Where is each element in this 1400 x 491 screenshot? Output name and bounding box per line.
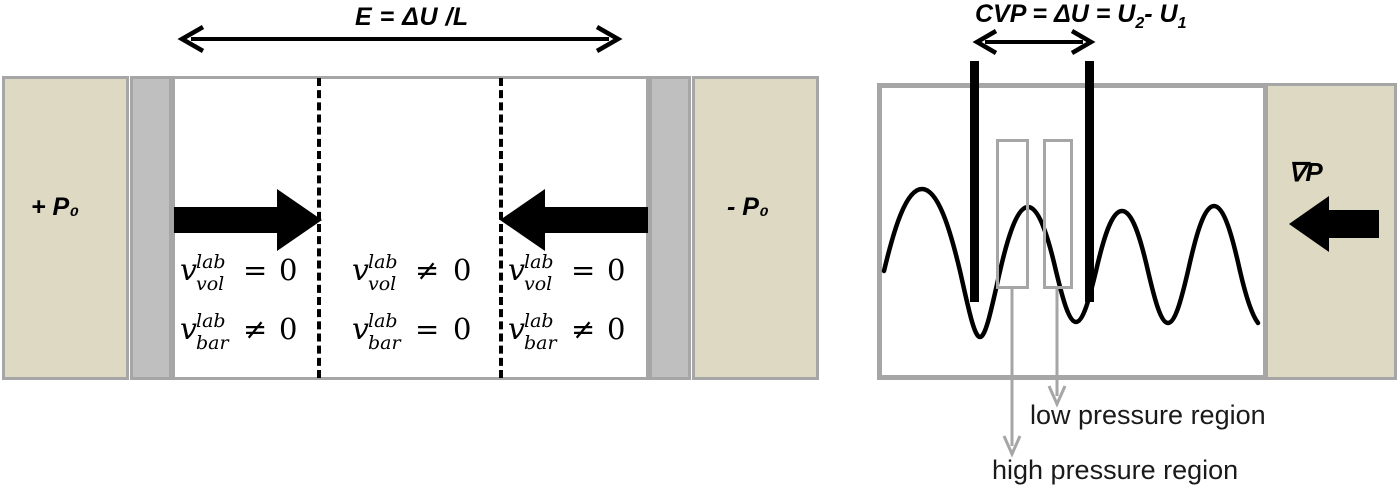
eq-r2-sub: bar — [524, 332, 558, 354]
right-reservoir-label: - P₀ — [727, 193, 769, 221]
equation-middle-zone: v lab vol ≠ 0 v lab bar = 0 — [352, 251, 471, 354]
eq-l2-rel: ≠ — [243, 312, 267, 346]
eq-r2-zero: 0 — [607, 312, 625, 346]
eq-l1-v: v — [180, 253, 197, 288]
eq-l2-zero: 0 — [279, 312, 297, 346]
low-pressure-annotation: low pressure region — [1030, 400, 1266, 430]
eq-r1-zero: 0 — [607, 253, 625, 287]
compression-arrow-right — [500, 189, 648, 251]
pressure-gradient-arrow — [1289, 196, 1379, 252]
left-reservoir-label: + P₀ — [31, 193, 80, 221]
eq-m1-sub: vol — [368, 273, 396, 295]
high-pressure-annotation: high pressure region — [992, 455, 1239, 485]
eq-m2-zero: 0 — [453, 312, 471, 346]
left-span-double-arrow — [177, 25, 623, 53]
cvp-marker-bar-right — [1085, 61, 1094, 302]
high-pressure-leader-arrow — [1002, 288, 1022, 458]
equation-left-zone: v lab vol = 0 v lab bar ≠ 0 — [180, 251, 297, 354]
left-panel-top-label: E = ΔU /L — [355, 3, 469, 31]
eq-m1-zero: 0 — [453, 253, 471, 287]
cvp-label-minus: - U — [1144, 0, 1178, 28]
eq-r1-sub: vol — [524, 273, 552, 295]
eq-r1-v: v — [508, 253, 525, 288]
eq-l1-zero: 0 — [279, 253, 297, 287]
eq-l2-v: v — [180, 312, 197, 347]
eq-r2-rel: ≠ — [571, 312, 595, 346]
acoustic-wave — [881, 186, 1261, 340]
eq-l2-sub: bar — [196, 332, 230, 354]
cvp-label-lead: CVP = ΔU = U — [975, 0, 1136, 28]
cvp-label-sub2: 2 — [1135, 15, 1145, 32]
right-piston — [649, 76, 691, 380]
equation-right-zone: v lab vol = 0 v lab bar ≠ 0 — [508, 251, 625, 354]
eq-m2-rel: = — [415, 312, 439, 346]
eq-l1-rel: = — [243, 253, 267, 287]
eq-m1-v: v — [352, 253, 369, 288]
eq-m1-rel: ≠ — [415, 253, 439, 287]
chamber-divider-left — [317, 78, 321, 378]
eq-m1-sup: lab — [368, 251, 398, 273]
eq-r1-rel: = — [571, 253, 595, 287]
cvp-label-sub1: 1 — [1177, 15, 1187, 32]
eq-r2-sup: lab — [524, 310, 554, 332]
eq-m2-v: v — [352, 312, 369, 347]
compression-arrow-left — [174, 189, 322, 251]
chamber-divider-right — [499, 78, 503, 378]
cvp-span-double-arrow — [972, 29, 1096, 55]
left-piston — [130, 76, 172, 380]
eq-m2-sup: lab — [368, 310, 398, 332]
right-reservoir — [692, 76, 819, 380]
left-reservoir — [2, 76, 129, 380]
eq-l1-sup: lab — [196, 251, 226, 273]
eq-m2-sub: bar — [368, 332, 402, 354]
low-pressure-leader-arrow — [1047, 288, 1067, 408]
eq-l2-sup: lab — [196, 310, 226, 332]
right-panel-top-label: CVP = ΔU = U2- U1 — [975, 0, 1187, 33]
eq-r1-sup: lab — [524, 251, 554, 273]
cvp-marker-bar-left — [970, 61, 979, 302]
eq-r2-v: v — [508, 312, 525, 347]
high-pressure-region-box — [996, 139, 1029, 289]
eq-l1-sub: vol — [196, 273, 224, 295]
pressure-gradient-label: ∇P — [1288, 157, 1323, 187]
low-pressure-region-box — [1043, 139, 1073, 289]
